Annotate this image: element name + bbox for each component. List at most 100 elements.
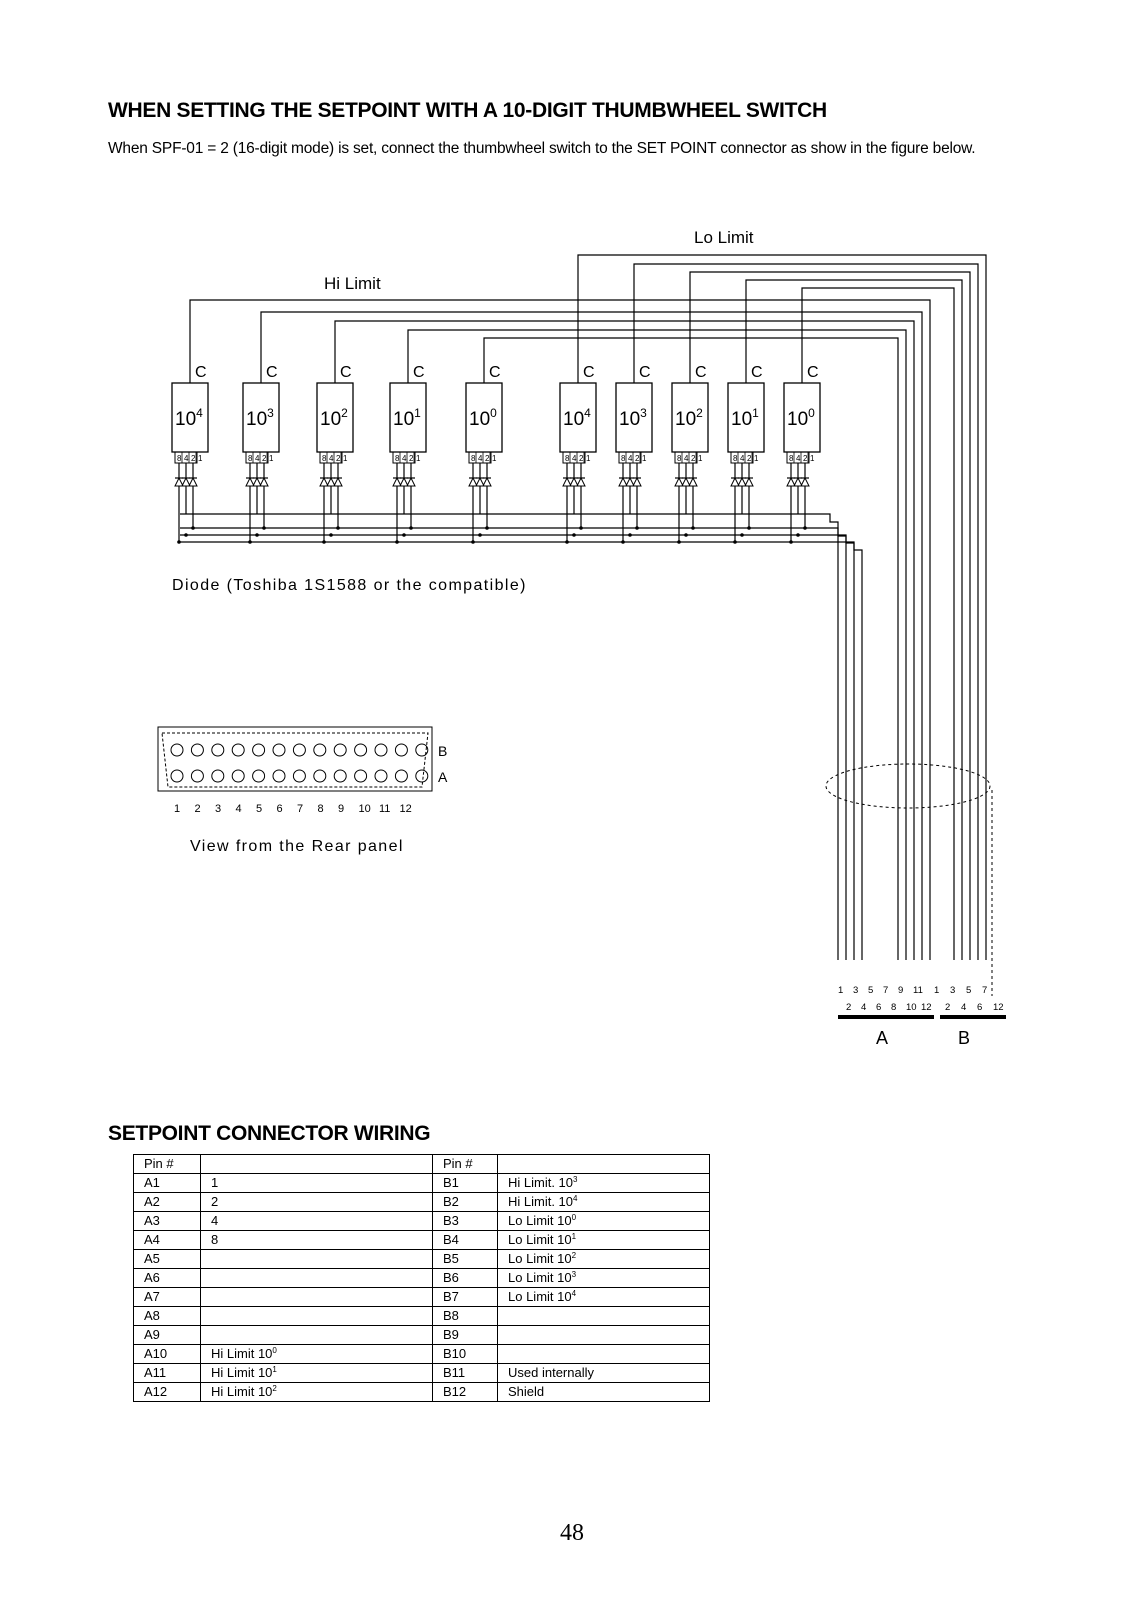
- junction-dot: [248, 540, 252, 544]
- cell-desc-a: Hi Limit 100: [200, 1344, 433, 1364]
- diode-symbol: [688, 476, 698, 487]
- bit-label: 8: [565, 454, 570, 463]
- junction-dot: [329, 533, 333, 537]
- bit-label: 1: [492, 454, 497, 463]
- connector-pin-a: [252, 769, 266, 783]
- cell-desc-a: [200, 1249, 433, 1269]
- diode-symbol: [392, 476, 402, 487]
- connector-pin-b: [374, 743, 388, 757]
- bit-label: 4: [255, 454, 260, 463]
- cable-pin-label-a: 10: [906, 1002, 917, 1013]
- cell-desc-a: 8: [200, 1230, 433, 1250]
- thumbwheel-switch: [316, 382, 354, 453]
- bit-label: 4: [572, 454, 577, 463]
- lo-limit-common-wire: [689, 271, 971, 960]
- switch-digit-exponent: 3: [640, 406, 647, 420]
- cell-pin-a: A3: [133, 1211, 201, 1231]
- junction-dot: [395, 540, 399, 544]
- lo-limit-common-wire: [745, 279, 963, 960]
- junction-dot: [255, 533, 259, 537]
- hi-limit-common-wire: [260, 311, 923, 960]
- exponent: 0: [272, 1346, 277, 1355]
- rear-view-note: View from the Rear panel: [190, 838, 404, 855]
- cable-pin-label-a: 7: [883, 985, 888, 996]
- connector-pin-a: [415, 769, 429, 783]
- bit-label: 8: [322, 454, 327, 463]
- connector-pin-b: [231, 743, 245, 757]
- connector-pin-a: [313, 769, 327, 783]
- diode-symbol: [562, 476, 572, 487]
- bit-label: 8: [621, 454, 626, 463]
- cell-desc-a: [200, 1325, 433, 1345]
- connector-pin-b: [272, 743, 286, 757]
- cell-desc-a: 2: [200, 1192, 433, 1212]
- bit-label: 1: [754, 454, 759, 463]
- lo-limit-common-wire: [577, 254, 987, 960]
- thumbwheel-switch: [559, 382, 597, 453]
- connector-pin-b: [170, 743, 184, 757]
- connector-pin-number: 4: [236, 803, 242, 815]
- bit-label: 8: [177, 454, 182, 463]
- cell-desc-a: Hi Limit 102: [200, 1382, 433, 1402]
- switch-digit-exponent: 4: [196, 406, 203, 420]
- common-terminal-label: C: [413, 364, 425, 381]
- connector-pin-a: [190, 769, 204, 783]
- diode-symbol: [174, 476, 184, 487]
- header-pin-a: Pin #: [133, 1154, 201, 1174]
- connector-pin-number: 8: [318, 803, 324, 815]
- connector-d-shell: [161, 732, 429, 788]
- diode-symbol: [259, 476, 269, 487]
- junction-dot: [691, 526, 695, 530]
- cell-desc-a: [200, 1268, 433, 1288]
- bit-bus-wire: [180, 534, 855, 960]
- bit-label: 4: [329, 454, 334, 463]
- connector-pin-a: [354, 769, 368, 783]
- group-a-label: A: [876, 1028, 888, 1048]
- junction-dot: [572, 533, 576, 537]
- bit-label: 2: [262, 454, 267, 463]
- common-terminal-label: C: [340, 364, 352, 381]
- cable-pin-label-b: 1: [934, 985, 939, 996]
- connector-pin-a: [333, 769, 347, 783]
- bit-label: 1: [343, 454, 348, 463]
- group-a-bar: [838, 1015, 934, 1019]
- cell-desc-b: Lo Limit 101: [497, 1230, 710, 1250]
- cell-desc-a: Hi Limit 101: [200, 1363, 433, 1383]
- hi-limit-common-wire: [334, 320, 915, 960]
- lo-limit-label: Lo Limit: [694, 228, 754, 247]
- junction-dot: [565, 540, 569, 544]
- bit-label: 2: [191, 454, 196, 463]
- bit-label: 1: [416, 454, 421, 463]
- switch-digit-exponent: 2: [341, 406, 348, 420]
- cell-pin-a: A2: [133, 1192, 201, 1212]
- common-terminal-label: C: [695, 364, 707, 381]
- common-terminal-label: C: [489, 364, 501, 381]
- connector-pin-b: [333, 743, 347, 757]
- cable-pin-label-b: 6: [977, 1002, 982, 1013]
- cell-pin-b: B2: [432, 1192, 498, 1212]
- exponent: 0: [571, 1213, 577, 1222]
- diode-symbol: [576, 476, 586, 487]
- cable-pin-label-b: 5: [966, 985, 971, 996]
- bit-label: 1: [642, 454, 647, 463]
- junction-dot: [635, 526, 639, 530]
- bit-label: 8: [677, 454, 682, 463]
- switch-digit-exponent: 0: [808, 406, 815, 420]
- diode-symbol: [800, 476, 810, 487]
- cable-pin-label-a: 4: [861, 1002, 866, 1013]
- exponent: 3: [571, 1270, 577, 1279]
- connector-pin-number: 12: [400, 803, 412, 815]
- bit-label: 2: [691, 454, 696, 463]
- diode-symbol: [319, 476, 329, 487]
- connector-pin-number: 9: [338, 803, 344, 815]
- bit-label: 4: [684, 454, 689, 463]
- wiring-table-title: SETPOINT CONNECTOR WIRING: [108, 1122, 431, 1145]
- cable-pin-label-a: 3: [853, 985, 858, 996]
- lo-limit-common-wire: [633, 263, 979, 960]
- cable-pin-label-a: 12: [921, 1002, 932, 1013]
